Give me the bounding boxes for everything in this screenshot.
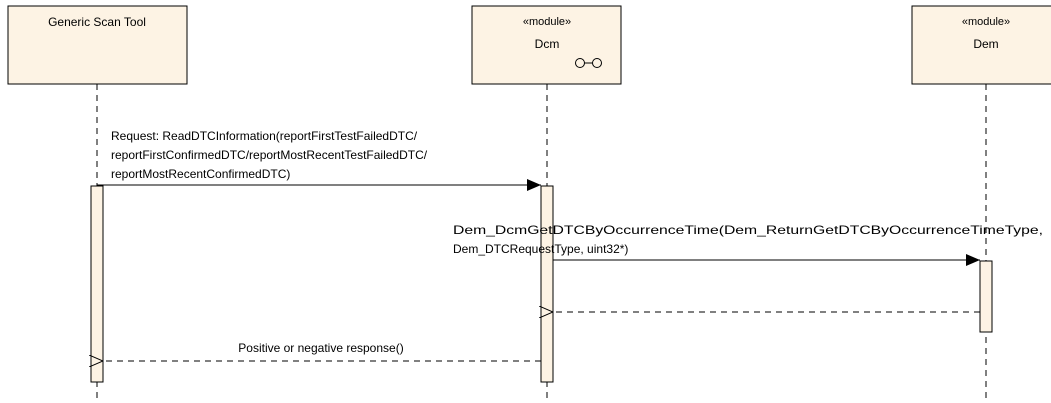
lifeline-stereotype: «module»	[523, 16, 571, 28]
lifeline-head-dem[interactable]	[911, 5, 1051, 85]
lifeline-head-dcm[interactable]	[471, 5, 622, 85]
message-label-line: Dem_DcmGetDTCByOccurrenceTime(Dem_Return…	[453, 223, 1043, 237]
message-label-line: Positive or negative response()	[238, 341, 403, 355]
lifeline-generic-scan-tool: Generic Scan Tool	[7, 5, 188, 400]
lifeline-dem: «module» Dem	[911, 5, 1051, 400]
lifeline-stereotype: «module»	[962, 16, 1010, 28]
message-response[interactable]: Positive or negative response()	[103, 341, 541, 361]
message-get-dtc-by-occurrence-time[interactable]: Dem_DcmGetDTCByOccurrenceTime(Dem_Return…	[453, 223, 1043, 266]
message-label-line: Dem_DTCRequestType, uint32*)	[453, 242, 628, 256]
message-label-line: Request: ReadDTCInformation(reportFirstT…	[111, 129, 418, 143]
lifeline-dcm: «module» Dcm	[471, 5, 622, 400]
lifeline-head-generic-scan-tool[interactable]	[7, 5, 188, 85]
activation-bar	[90, 185, 104, 383]
lifeline-name: Dem	[973, 37, 998, 51]
lifeline-name: Dcm	[535, 37, 560, 51]
message-label-line: reportMostRecentConfirmedDTC)	[111, 167, 290, 181]
message-request[interactable]: Request: ReadDTCInformation(reportFirstT…	[97, 129, 541, 191]
component-icon	[575, 58, 602, 68]
lifeline-name: Generic Scan Tool	[48, 15, 146, 29]
activation-bar	[979, 260, 993, 333]
message-label-line: reportFirstConfirmedDTC/reportMostRecent…	[111, 148, 428, 162]
activation-bar	[540, 185, 554, 383]
